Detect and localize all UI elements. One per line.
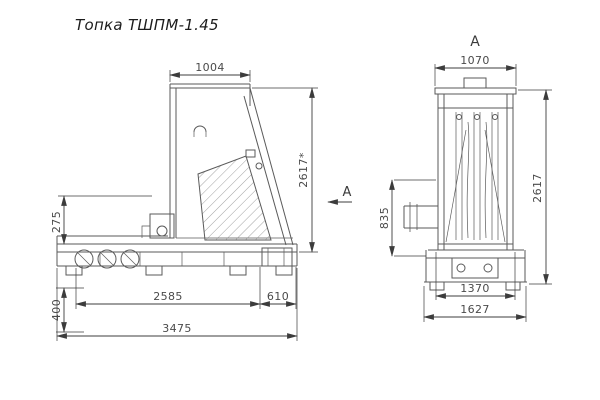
- drive-unit: [141, 213, 175, 239]
- dim-label-3475: 3475: [162, 322, 192, 335]
- dim-label-1070: 1070: [460, 54, 490, 67]
- page-title: Топка ТШПМ-1.45: [75, 16, 219, 34]
- dim-label-1004: 1004: [195, 61, 225, 74]
- front-view-dimensions: [389, 64, 552, 322]
- dim-label-400: 400: [50, 299, 63, 321]
- side-view-dimensions: [56, 70, 352, 341]
- dim-label-610: 610: [267, 290, 289, 303]
- view-arrow-label: А: [343, 185, 352, 200]
- dim-label-2617-front: 2617: [531, 173, 544, 203]
- dim-label-1370: 1370: [460, 282, 490, 295]
- hatched-chute: [197, 155, 272, 241]
- side-pipe: [403, 202, 438, 232]
- front-view-drawing: [403, 77, 527, 291]
- screw-conveyor: [74, 249, 140, 269]
- dimension-labels: 1004 2617* А 275 400 2585 610 3475 А 107…: [50, 34, 544, 335]
- dim-label-835: 835: [378, 207, 391, 229]
- side-view-drawing: [56, 83, 298, 276]
- dim-label-275: 275: [50, 211, 63, 233]
- dim-label-1627: 1627: [460, 303, 490, 316]
- dim-label-2585: 2585: [153, 290, 183, 303]
- dim-label-2617-side: 2617*: [297, 152, 310, 188]
- front-view-label: А: [470, 34, 480, 50]
